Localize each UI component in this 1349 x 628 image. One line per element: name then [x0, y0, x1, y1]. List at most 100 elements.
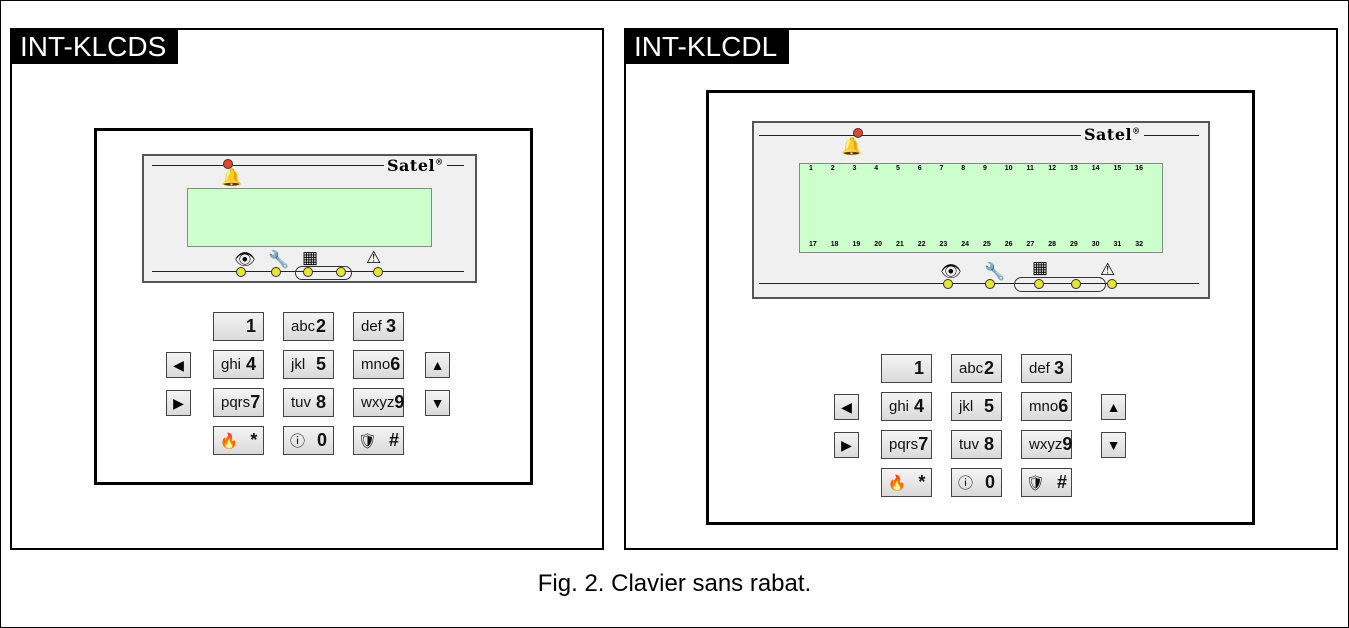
alarm-bell-icon: 🔔	[221, 168, 243, 187]
right-arrow-key[interactable]: ▶	[834, 432, 859, 458]
service-wrench-icon: 🔧	[268, 250, 290, 269]
key-1[interactable]: 1	[213, 312, 264, 341]
lcd-cell-number: 10	[1004, 165, 1013, 172]
lcd-cell-number: 8	[961, 165, 966, 172]
lcd-cell-number: 6	[917, 165, 922, 172]
key-digit: 0	[317, 430, 328, 450]
lcd-screen	[799, 163, 1163, 253]
key-letters: wxyz	[1029, 436, 1063, 453]
lcd-cell-number: 16	[1135, 165, 1144, 172]
left-arrow-key[interactable]: ◀	[166, 352, 191, 378]
key-5[interactable]: jkl 5	[283, 350, 334, 379]
down-arrow-key[interactable]: ▼	[1101, 432, 1126, 458]
partition-led-group	[1014, 277, 1106, 292]
left-arrow-key[interactable]: ◀	[834, 394, 859, 420]
lcd-cell-number: 22	[917, 241, 926, 248]
key-5[interactable]: jkl 5	[951, 392, 1002, 421]
lcd-cell-number: 9	[983, 165, 987, 172]
key-letters: mno	[361, 356, 391, 373]
partitions-icon: ▦	[1032, 258, 1049, 277]
bottom-line	[759, 283, 1199, 284]
armed-led	[943, 279, 953, 289]
key-digit: 4	[245, 354, 256, 374]
partition-led-2	[1071, 279, 1081, 289]
key-digit: #	[1057, 472, 1068, 492]
lcd-cell-number: 23	[939, 241, 948, 248]
key-star[interactable]: 🔥*	[881, 468, 932, 497]
key-digit: *	[250, 430, 258, 450]
key-letters: abc	[959, 360, 984, 377]
lcd-cell-number: 14	[1091, 165, 1100, 172]
key-star[interactable]: 🔥*	[213, 426, 264, 455]
key-letters: 🔥	[887, 474, 907, 492]
panel-title: INT-KLCDL	[626, 30, 790, 64]
lcd-cell-number: 15	[1113, 165, 1122, 172]
lcd-cell-number: 21	[896, 241, 904, 248]
key-digit: 8	[983, 434, 994, 454]
key-hash[interactable]: 🛡#	[1021, 468, 1072, 497]
lcd-cell-number: 31	[1113, 241, 1122, 248]
key-1[interactable]: 1	[881, 354, 932, 383]
key-letters: abc	[291, 318, 316, 335]
lcd-cell-number: 3	[852, 165, 857, 172]
key-digit: 5	[983, 396, 994, 416]
lcd-cell-number: 27	[1026, 241, 1035, 248]
key-letters: 🔥	[219, 432, 239, 450]
service-led	[985, 279, 995, 289]
satel-logo: Satel®	[1081, 125, 1144, 144]
lcd-cell-number: 32	[1135, 241, 1144, 248]
lcd-cell-number: 24	[961, 241, 970, 248]
up-arrow-key[interactable]: ▲	[425, 352, 450, 378]
key-letters: jkl	[959, 398, 974, 415]
armed-eye-icon: 👁	[940, 262, 962, 281]
key-digit: 4	[913, 396, 924, 416]
key-digit: 1	[913, 358, 924, 378]
armed-eye-icon: 👁	[234, 250, 256, 269]
key-letters: def	[1029, 360, 1050, 377]
key-digit: 6	[390, 354, 401, 374]
key-digit: 2	[315, 316, 326, 336]
panel-title: INT-KLCDS	[12, 30, 179, 64]
lcd-cell-number: 4	[874, 165, 879, 172]
key-letters: ghi	[221, 356, 242, 373]
up-arrow-key[interactable]: ▲	[1101, 394, 1126, 420]
lcd-cell-number: 26	[1004, 241, 1013, 248]
key-hash[interactable]: 🛡#	[353, 426, 404, 455]
lcd-cell-number: 19	[852, 241, 861, 248]
key-letters: jkl	[291, 356, 306, 373]
key-letters: 🛡	[1025, 474, 1046, 492]
key-digit: 9	[394, 392, 405, 412]
key-digit: 5	[315, 354, 326, 374]
key-letters: ⓘ	[957, 475, 973, 492]
lcd-cell-number: 11	[1026, 165, 1034, 172]
top-line	[152, 165, 464, 166]
key-letters: mno	[1029, 398, 1059, 415]
lcd-cell-number: 29	[1070, 241, 1078, 248]
partition-led-1	[1034, 279, 1044, 289]
key-digit: 3	[1053, 358, 1064, 378]
key-digit: 9	[1062, 434, 1073, 454]
right-arrow-key[interactable]: ▶	[166, 390, 191, 416]
lcd-cell-number: 18	[830, 241, 839, 248]
lcd-screen	[187, 188, 432, 247]
key-letters: wxyz	[361, 394, 395, 411]
down-arrow-key[interactable]: ▼	[425, 390, 450, 416]
